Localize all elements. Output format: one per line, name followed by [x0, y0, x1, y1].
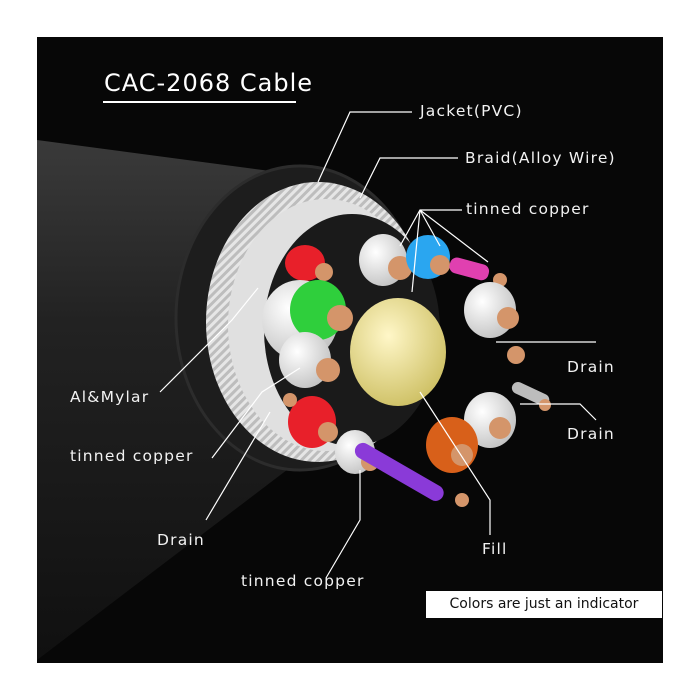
colors-disclaimer-note: Colors are just an indicator	[426, 591, 662, 618]
diagram-title: CAC-2068 Cable	[104, 69, 314, 97]
leader-jacket	[317, 111, 412, 183]
leader-lines	[159, 111, 597, 579]
label-al-mylar: Al&Mylar	[70, 388, 150, 406]
leader-drain-left	[205, 411, 271, 521]
label-fill: Fill	[482, 540, 508, 558]
leader-al-mylar	[159, 287, 259, 393]
leader-drain-right-2	[520, 403, 597, 421]
label-braid: Braid(Alloy Wire)	[465, 149, 616, 167]
label-tinned-copper-bottom: tinned copper	[241, 572, 365, 590]
leader-tinned-copper-left	[211, 367, 301, 459]
leader-braid	[359, 157, 458, 199]
label-drain-left: Drain	[157, 531, 205, 549]
conductor-group	[262, 234, 551, 507]
leader-tinned-copper-bottom	[325, 470, 361, 579]
label-drain-right-2: Drain	[567, 425, 615, 443]
title-underline	[103, 101, 296, 103]
label-jacket: Jacket(PVC)	[420, 102, 523, 120]
label-drain-right-1: Drain	[567, 358, 615, 376]
leader-fill	[419, 391, 491, 535]
label-tinned-copper-top: tinned copper	[466, 200, 590, 218]
fill-core	[350, 298, 446, 406]
label-tinned-copper-left: tinned copper	[70, 447, 194, 465]
